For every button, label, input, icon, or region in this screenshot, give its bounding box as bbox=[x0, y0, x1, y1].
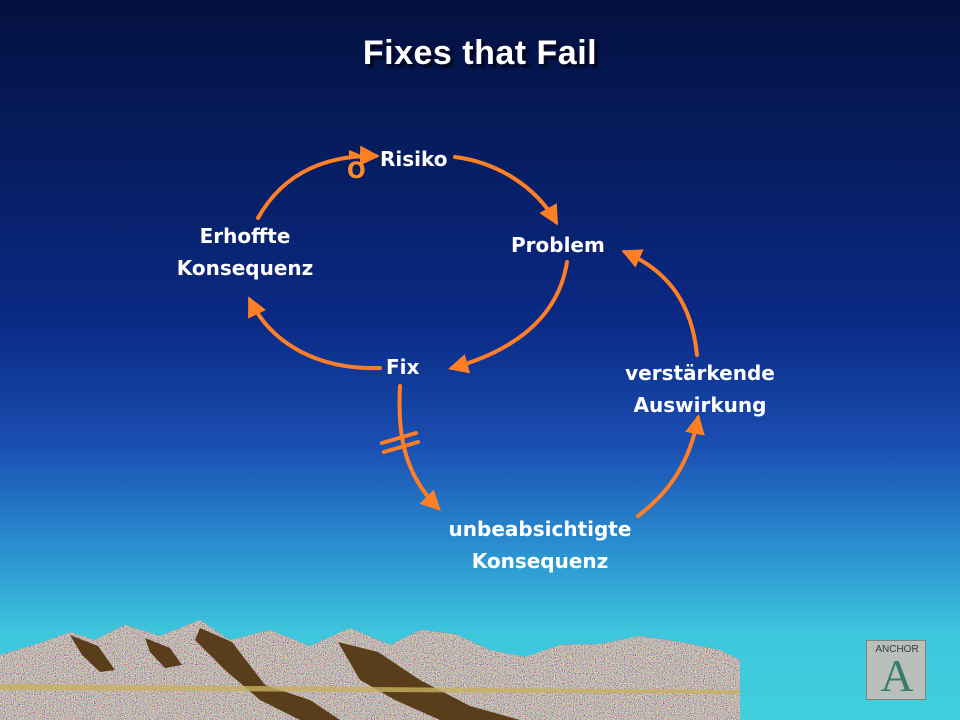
mountain-landscape bbox=[0, 620, 740, 720]
arrow-amplifying-to-problem bbox=[621, 249, 699, 357]
polarity-label: O bbox=[347, 159, 366, 184]
arrow-unintended-to-amplifying bbox=[636, 414, 705, 518]
node-risk: Risiko bbox=[380, 147, 448, 171]
node-problem: Problem bbox=[511, 233, 605, 257]
delay-marker bbox=[380, 431, 420, 454]
node-unintended-line-2: Konsequenz bbox=[471, 549, 609, 573]
anchor-logo: ANCHOR A bbox=[866, 640, 926, 701]
arrow-problem-to-fix bbox=[448, 260, 569, 374]
node-amplifying-line-1: verstärkende bbox=[625, 361, 775, 385]
node-expected-line-1: Erhoffte bbox=[199, 224, 291, 248]
node-expected-consequence: Erhoffte Konsequenz bbox=[150, 220, 340, 284]
node-fix: Fix bbox=[386, 355, 420, 379]
node-amplifying-line-2: Auswirkung bbox=[633, 393, 767, 417]
node-expected-line-2: Konsequenz bbox=[176, 256, 314, 280]
arrow-risk-to-problem bbox=[453, 155, 558, 226]
node-unintended-consequence: unbeabsichtigte Konsequenz bbox=[430, 513, 650, 577]
arrow-fix-to-expected bbox=[248, 296, 382, 371]
logo-text: ANCHOR bbox=[875, 644, 919, 655]
node-amplifying-effect: verstärkende Auswirkung bbox=[600, 357, 800, 421]
node-unintended-line-1: unbeabsichtigte bbox=[448, 517, 632, 541]
logo-mark-icon: A bbox=[880, 650, 914, 701]
slide-title: Fixes that Fail bbox=[362, 34, 598, 72]
arrow-small-tip bbox=[349, 150, 359, 160]
arrow-expected-to-risk bbox=[256, 145, 380, 220]
loop-arrows bbox=[248, 145, 705, 518]
